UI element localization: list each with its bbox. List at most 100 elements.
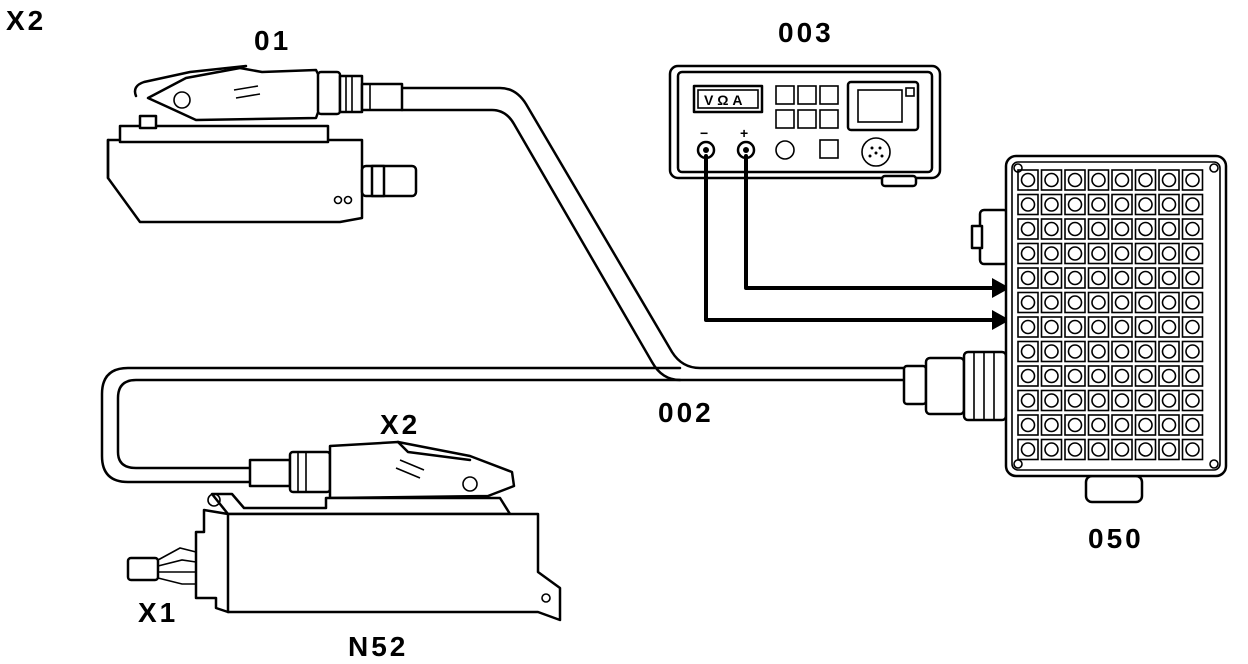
socket-cell	[1087, 438, 1110, 461]
socket	[1138, 393, 1153, 408]
socket	[1044, 368, 1059, 384]
socket	[1161, 221, 1177, 237]
label-adapter-01: 01	[254, 25, 291, 56]
socket-cell	[1111, 414, 1133, 436]
socket-cell	[1064, 169, 1086, 191]
module-n52	[126, 492, 562, 622]
socket-cell	[1087, 291, 1110, 314]
socket	[1138, 319, 1153, 335]
socket	[1185, 393, 1200, 408]
socket	[1138, 417, 1153, 433]
socket	[1067, 197, 1083, 212]
socket-cell	[1111, 267, 1133, 289]
socket-cell	[1064, 267, 1086, 289]
socket-cell	[1134, 340, 1157, 363]
socket-cell	[1017, 414, 1039, 436]
socket-cell	[1158, 316, 1180, 338]
socket	[1138, 368, 1153, 384]
socket	[1161, 246, 1177, 261]
socket	[1091, 319, 1106, 335]
socket-cell	[1040, 169, 1063, 191]
socket-cell	[1064, 414, 1086, 436]
socket-cell	[1111, 218, 1133, 240]
socket	[1185, 319, 1200, 335]
breakout-box-050	[902, 154, 1228, 504]
socket	[1020, 172, 1036, 188]
socket-cell	[1134, 242, 1157, 265]
socket-cell	[1181, 414, 1204, 436]
socket-cell	[1017, 267, 1039, 289]
socket	[1020, 270, 1036, 286]
socket	[1185, 172, 1200, 188]
socket	[1044, 393, 1059, 408]
socket-cell	[1017, 340, 1039, 363]
socket-cell	[1181, 340, 1204, 363]
multimeter-button-grid	[775, 85, 839, 160]
breakout-socket-grid	[1017, 169, 1204, 461]
label-breakout-box-050: 050	[1088, 523, 1144, 554]
socket-cell	[1064, 340, 1086, 363]
socket	[1044, 221, 1059, 237]
socket	[1044, 442, 1059, 457]
socket	[1114, 368, 1130, 384]
socket	[1138, 270, 1153, 286]
socket-cell	[1040, 414, 1063, 436]
socket	[1185, 197, 1200, 212]
socket-cell	[1064, 389, 1086, 412]
socket-cell	[1134, 267, 1157, 289]
socket-cell	[1017, 365, 1039, 387]
label-connector-x2: X2	[380, 409, 420, 440]
socket-cell	[1017, 291, 1039, 314]
socket-cell	[1111, 169, 1133, 191]
socket-cell	[1087, 242, 1110, 265]
socket-cell	[1134, 389, 1157, 412]
socket	[1020, 319, 1036, 335]
socket-cell	[1064, 316, 1086, 338]
socket	[1044, 172, 1059, 188]
socket-cell	[1040, 267, 1063, 289]
socket-cell	[1181, 169, 1204, 191]
socket-cell	[1111, 316, 1133, 338]
socket-cell	[1087, 169, 1110, 191]
socket	[1114, 197, 1130, 212]
socket	[1067, 172, 1083, 188]
socket-cell	[1017, 218, 1039, 240]
socket	[1138, 442, 1153, 457]
socket	[1114, 221, 1130, 237]
socket-cell	[1158, 193, 1180, 216]
socket	[1114, 393, 1130, 408]
multimeter-display-label: V Ω A	[704, 92, 742, 108]
socket	[1020, 295, 1036, 310]
socket	[1020, 197, 1036, 212]
socket-cell	[1158, 414, 1180, 436]
socket-cell	[1040, 365, 1063, 387]
socket-cell	[1040, 218, 1063, 240]
socket-cell	[1111, 438, 1133, 461]
socket	[1138, 221, 1153, 237]
socket-cell	[1181, 267, 1204, 289]
socket	[1185, 344, 1200, 359]
socket-cell	[1181, 316, 1204, 338]
socket	[1138, 197, 1153, 212]
socket	[1161, 393, 1177, 408]
socket-cell	[1040, 389, 1063, 412]
socket	[1067, 319, 1083, 335]
socket	[1161, 295, 1177, 310]
socket-cell	[1017, 316, 1039, 338]
socket	[1091, 393, 1106, 408]
socket	[1161, 319, 1177, 335]
socket	[1091, 295, 1106, 310]
socket-cell	[1064, 438, 1086, 461]
connector-x2	[248, 440, 516, 500]
socket	[1185, 270, 1200, 286]
socket	[1020, 344, 1036, 359]
multimeter-minus-sign: −	[700, 125, 708, 141]
socket-cell	[1064, 193, 1086, 216]
socket	[1114, 246, 1130, 261]
socket-cell	[1017, 438, 1039, 461]
socket-cell	[1181, 218, 1204, 240]
socket	[1067, 344, 1083, 359]
socket	[1161, 344, 1177, 359]
socket	[1020, 221, 1036, 237]
socket	[1067, 417, 1083, 433]
